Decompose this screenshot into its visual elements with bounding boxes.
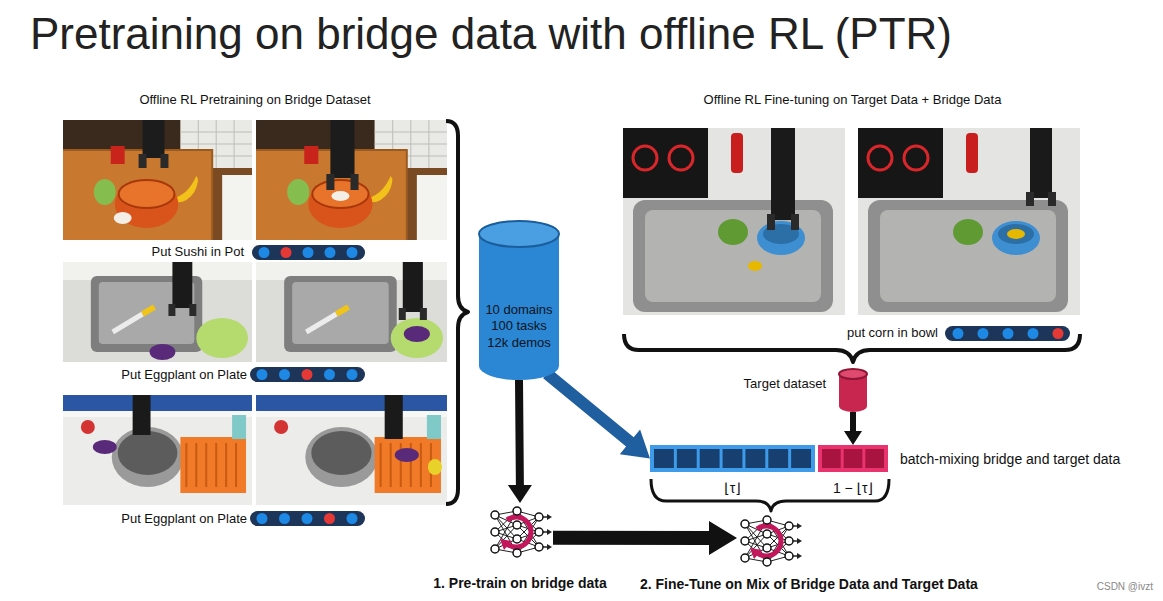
photo-pair: Put Eggplant on Plate bbox=[63, 262, 447, 384]
batch-bar: ⌊τ⌋ bbox=[650, 445, 815, 472]
arrow-connector bbox=[508, 380, 532, 503]
node-text: Put Sushi in Pot bbox=[152, 244, 245, 260]
batch-bar bbox=[650, 445, 815, 472]
network-icon: 1. Pre-train on bridge data bbox=[487, 503, 553, 561]
node-text: 1. Pre-train on bridge data bbox=[433, 575, 606, 592]
arrow-connector bbox=[543, 369, 650, 459]
annotation: batch-mixing bridge and target data bbox=[900, 451, 1120, 468]
batch-bar: 1 − ⌊τ⌋ bbox=[818, 445, 888, 472]
task-indicator bbox=[250, 511, 365, 526]
dataset-cylinder: 10 domains 100 tasks 12k demos bbox=[478, 220, 560, 380]
watermark: CSDN @ivzt bbox=[1097, 581, 1153, 593]
task-indicator bbox=[250, 367, 365, 382]
photo-eggplant-sink-after bbox=[256, 262, 447, 362]
database-cylinder bbox=[838, 368, 868, 412]
photo-eggplant-rack-after bbox=[256, 395, 447, 505]
node-text: Put Eggplant on Plate bbox=[121, 511, 247, 527]
database-cylinder bbox=[478, 220, 560, 380]
curly-brace bbox=[446, 121, 468, 504]
photo-pair: Put Sushi in Pot bbox=[63, 120, 447, 260]
photo-sushi-before bbox=[63, 120, 252, 240]
network-icon bbox=[737, 512, 803, 570]
dataset-cylinder: Target dataset bbox=[838, 368, 868, 412]
network-icon: 2. Fine-Tune on Mix of Bridge Data and T… bbox=[737, 512, 803, 570]
photo-pair: put corn in bowl bbox=[623, 128, 1080, 345]
node-text: 1 − ⌊τ⌋ bbox=[798, 480, 908, 497]
photo-corn-before bbox=[623, 128, 845, 315]
photo-corn-after bbox=[858, 128, 1080, 315]
node-text: 2. Fine-Tune on Mix of Bridge Data and T… bbox=[640, 576, 978, 593]
arrow-connector bbox=[553, 521, 737, 555]
photo-sushi-after bbox=[256, 120, 447, 240]
network-icon bbox=[487, 503, 553, 561]
panel-heading: Offline RL Fine-tuning on Target Data + … bbox=[625, 92, 1080, 108]
task-indicator bbox=[945, 326, 1070, 341]
panel-heading: Offline RL Pretraining on Bridge Dataset bbox=[60, 92, 450, 108]
photo-eggplant-sink-before bbox=[63, 262, 252, 362]
node-text: 10 domains 100 tasks 12k demos bbox=[482, 302, 556, 351]
node-text: Put Eggplant on Plate bbox=[121, 367, 247, 383]
task-indicator bbox=[252, 245, 365, 260]
photo-pair: Put Eggplant on Plate bbox=[63, 395, 447, 528]
arrow-connector bbox=[844, 412, 862, 445]
node-text: Target dataset bbox=[744, 376, 826, 392]
photo-eggplant-rack-before bbox=[63, 395, 252, 505]
node-text: ⌊τ⌋ bbox=[650, 480, 815, 497]
title: Pretraining on bridge data with offline … bbox=[30, 8, 952, 61]
batch-bar bbox=[818, 445, 888, 472]
node-text: put corn in bowl bbox=[847, 325, 938, 341]
